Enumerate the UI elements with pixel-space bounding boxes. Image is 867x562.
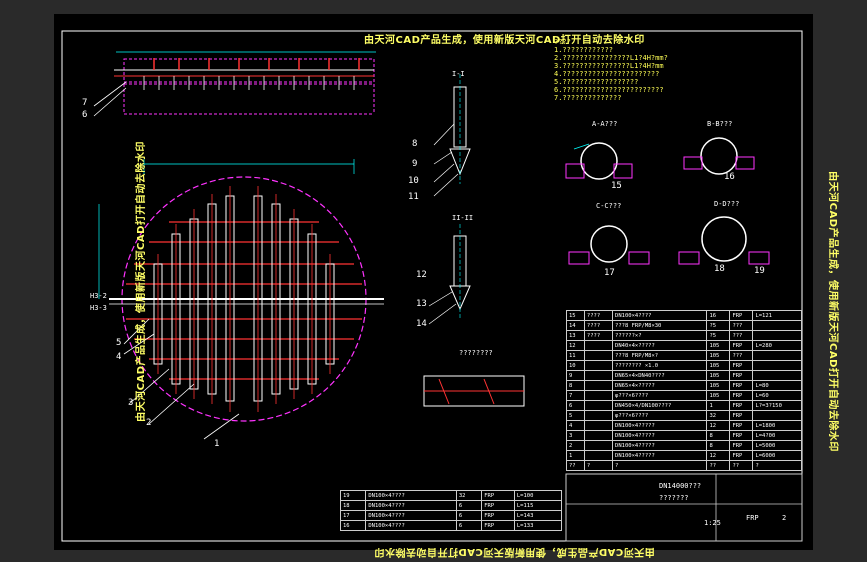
title-block-sheet: 2 bbox=[782, 514, 787, 522]
callout-h3-2: H3-2 bbox=[90, 292, 107, 300]
note-line: 5.?????????????????? bbox=[554, 78, 639, 86]
table-row: 11???8 FRP/M8×?105??? bbox=[566, 350, 802, 361]
plan-view bbox=[98, 159, 384, 422]
watermark-top: 由天河CAD产品生成，使用新版天河CAD打开自动去除水印 bbox=[364, 35, 645, 46]
callout-4: 4 bbox=[116, 352, 122, 362]
watermark-right: 由天河CAD产品生成，使用新版天河CAD打开自动去除水印 bbox=[826, 171, 838, 452]
caption-section-cc: C-C??? bbox=[596, 202, 622, 210]
drawing-canvas bbox=[61, 30, 803, 542]
note-line: 2.????????????????L1?4H?mm? bbox=[554, 54, 668, 62]
note-line: ???? bbox=[554, 38, 571, 46]
callout-10: 10 bbox=[408, 176, 419, 186]
caption-section-bb: B-B??? bbox=[707, 120, 733, 128]
callout-17: 17 bbox=[604, 268, 615, 278]
title-block-drawing-title: ??????? bbox=[659, 494, 689, 502]
outer-border bbox=[61, 30, 803, 542]
note-line: 3.????????????????L1?4H?mm bbox=[554, 62, 664, 70]
callout-11: 11 bbox=[408, 192, 419, 202]
section-1-1 bbox=[433, 74, 471, 197]
callout-7: 7 bbox=[82, 98, 88, 108]
section-2-2 bbox=[428, 224, 471, 325]
watermark-bottom: 由天河CAD产品生成，使用新版天河CAD打开自动去除水印 bbox=[374, 546, 655, 557]
note-line: 1.???????????? bbox=[554, 46, 614, 54]
caption-section-aa: A-A??? bbox=[592, 120, 618, 128]
watermark-left: 由天河CAD产品生成，使用新版天河CAD打开自动去除水印 bbox=[135, 141, 147, 422]
cad-drawing-frame: 由天河CAD产品生成，使用新版天河CAD打开自动去除水印 由天河CAD产品生成，… bbox=[54, 14, 838, 557]
callout-12: 12 bbox=[416, 270, 427, 280]
leader-lines bbox=[93, 81, 240, 440]
caption-section-dd: D-D??? bbox=[714, 200, 740, 208]
section-bb bbox=[683, 137, 755, 175]
section-dd bbox=[678, 216, 770, 265]
table-header-row: ????????? bbox=[566, 460, 802, 471]
callout-19: 19 bbox=[754, 266, 765, 276]
callout-5: 5 bbox=[116, 338, 122, 348]
callout-h3-3: H3-3 bbox=[90, 304, 107, 312]
caption-section-1-1: I-I bbox=[452, 70, 465, 78]
table-row: 14???????8 FRP/M8×30?5??? bbox=[566, 320, 802, 331]
elevation-view bbox=[114, 51, 376, 115]
caption-detail-view: ???????? bbox=[459, 349, 493, 357]
callout-1: 1 bbox=[214, 439, 220, 449]
callout-6: 6 bbox=[82, 110, 88, 120]
callout-8: 8 bbox=[412, 139, 418, 149]
callout-9: 9 bbox=[412, 159, 418, 169]
callout-2: 2 bbox=[146, 418, 152, 428]
table-row: 13??????????×??5??? bbox=[566, 330, 802, 341]
callout-16: 16 bbox=[724, 172, 735, 182]
callout-15: 15 bbox=[611, 181, 622, 191]
note-line: 7.?????????????? bbox=[554, 94, 622, 102]
callout-18: 18 bbox=[714, 264, 725, 274]
detail-view bbox=[423, 375, 525, 407]
title-block-drawing-no: DN14000??? bbox=[659, 482, 702, 490]
caption-section-2-2: II-II bbox=[452, 214, 474, 222]
note-line: 6.???????????????????????? bbox=[554, 86, 664, 94]
section-aa bbox=[565, 142, 633, 180]
title-block-scale: 1:25 bbox=[704, 519, 721, 527]
title-block-outline bbox=[565, 473, 803, 542]
section-cc bbox=[568, 225, 650, 265]
technical-notes: ???? 1.???????????? 2.????????????????L1… bbox=[554, 38, 668, 102]
callout-3: 3 bbox=[128, 398, 134, 408]
callout-13: 13 bbox=[416, 299, 427, 309]
note-line: 4.??????????????????????? bbox=[554, 70, 660, 78]
callout-14: 14 bbox=[416, 319, 427, 329]
title-block-material: FRP bbox=[746, 514, 759, 522]
